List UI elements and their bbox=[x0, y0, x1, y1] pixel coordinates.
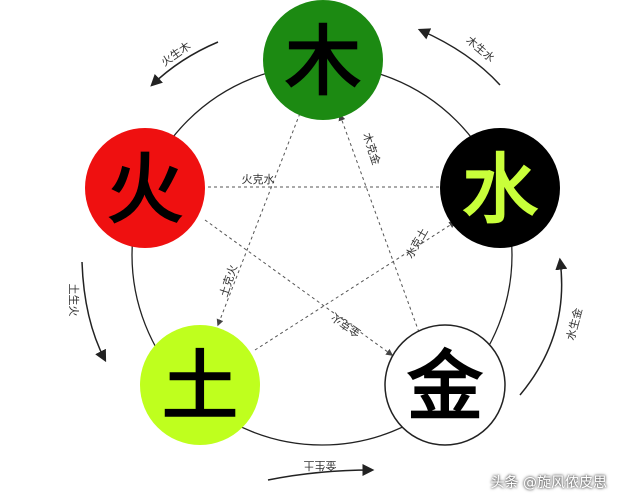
element-water: 水 bbox=[440, 128, 560, 248]
fire-circle bbox=[85, 128, 205, 248]
line-fire-metal bbox=[204, 219, 394, 356]
arrow-water-wood bbox=[417, 28, 501, 86]
label-fire-water: 火克水 bbox=[242, 173, 275, 186]
generating-arrows bbox=[81, 28, 568, 481]
label-wood-metal: 木克金 bbox=[360, 131, 384, 167]
arrow-wood-fire bbox=[150, 41, 219, 87]
label-water-wood: 木生水 bbox=[463, 33, 497, 65]
label-metal-water: 水生金 bbox=[563, 306, 585, 341]
water-char: 水 bbox=[462, 145, 539, 234]
label-fire-earth: 土生火 bbox=[67, 284, 81, 317]
overcoming-lines bbox=[204, 107, 457, 356]
metal-circle bbox=[384, 324, 506, 446]
element-earth: 土 bbox=[140, 325, 260, 445]
arrow-fire-earth bbox=[81, 261, 107, 363]
arrow-metal-water bbox=[519, 257, 568, 396]
element-metal: 金 bbox=[384, 324, 506, 446]
label-water-earth: 水克土 bbox=[403, 226, 431, 261]
watermark: 头条 @旋风侬皮思 bbox=[490, 475, 607, 491]
metal-char: 金 bbox=[406, 342, 484, 431]
earth-circle bbox=[140, 325, 260, 445]
label-wood-fire: 火生木 bbox=[158, 39, 193, 69]
wood-circle bbox=[263, 0, 383, 120]
wood-char: 木 bbox=[285, 17, 361, 106]
earth-char: 土 bbox=[162, 342, 238, 431]
line-wood-earth bbox=[216, 107, 303, 327]
arrow-earth-metal bbox=[267, 464, 375, 481]
label-earth-fire: 土克火 bbox=[217, 263, 240, 298]
element-wood: 木 bbox=[263, 0, 383, 120]
label-metal-fire: 金克火 bbox=[328, 310, 363, 340]
line-wood-metal bbox=[338, 113, 421, 336]
element-fire: 火 bbox=[85, 128, 205, 248]
water-circle bbox=[440, 128, 560, 248]
fire-char: 火 bbox=[107, 145, 183, 234]
label-earth-metal: 金生土 bbox=[304, 459, 337, 473]
